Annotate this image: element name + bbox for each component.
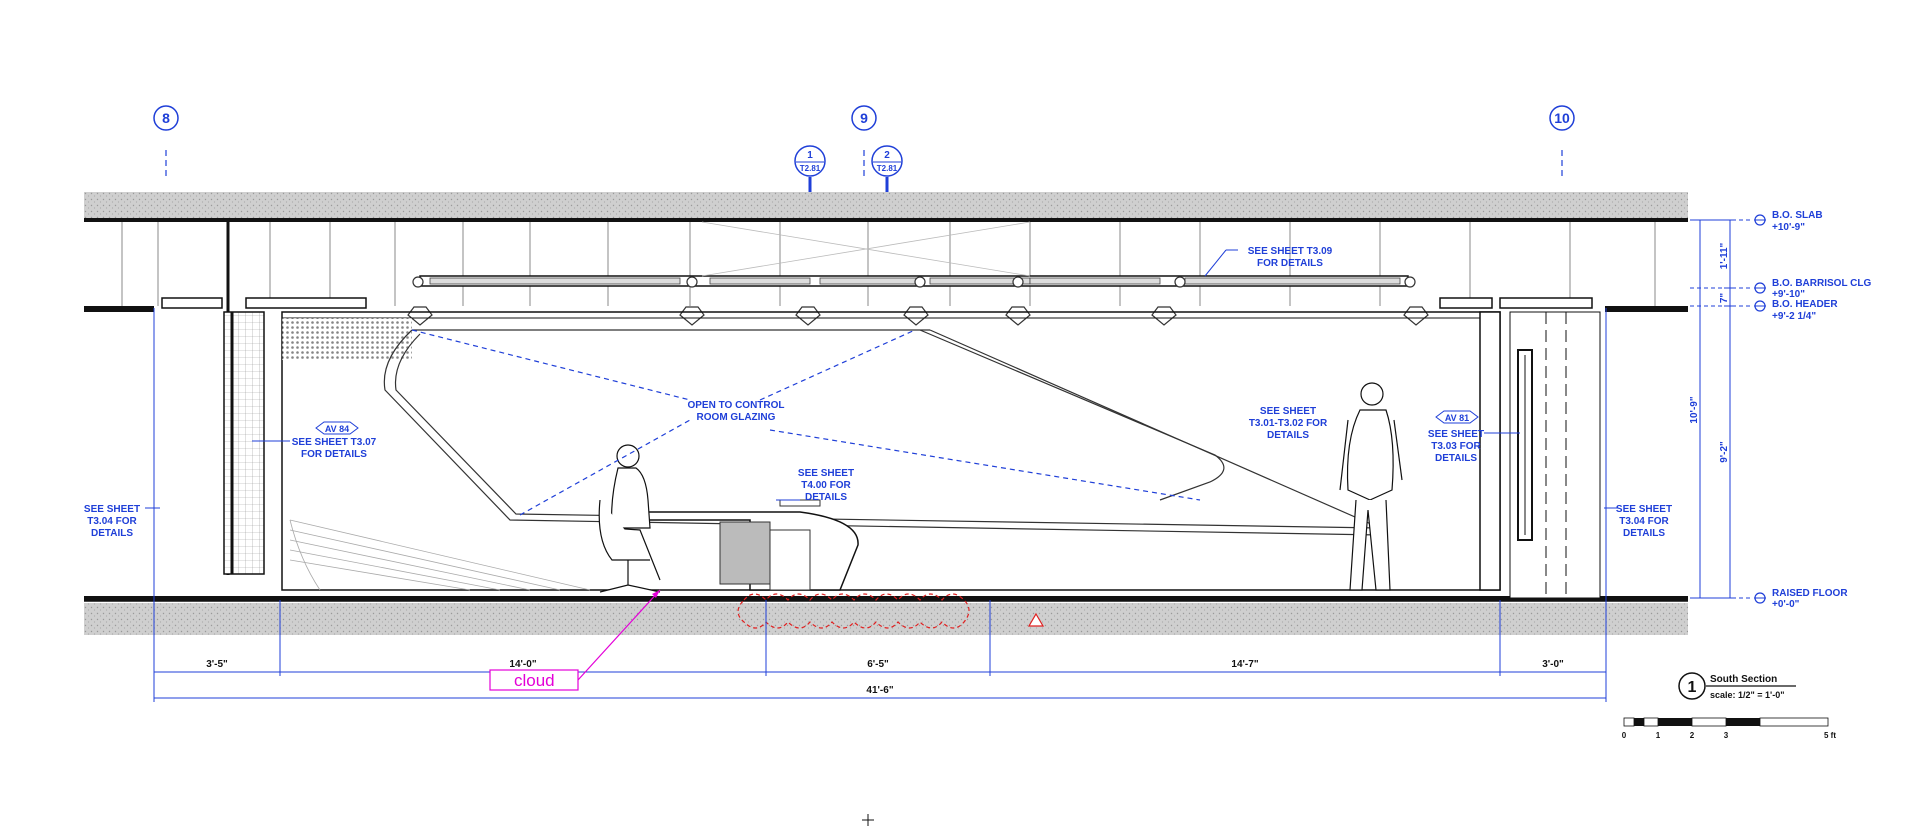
ceiling-hangers <box>121 222 1656 306</box>
elevation-slab-value: +10'-9" <box>1772 222 1805 233</box>
note-sheet-t301[interactable]: SEE SHEET T3.01-T3.02 FOR DETAILS <box>1249 406 1328 441</box>
drawing-scale: scale: 1/2" = 1'-0" <box>1710 690 1784 700</box>
ribbon-element <box>383 329 1381 536</box>
cloud-label: cloud <box>514 671 555 690</box>
crosshair-cursor-icon <box>862 814 874 826</box>
elevation-barrisol-name: B.O. BARRISOL CLG <box>1772 278 1871 289</box>
hdim-segment-2: 14'-0" <box>509 659 536 670</box>
right-wall-panel <box>1509 311 1601 599</box>
floor-slab <box>84 596 1688 635</box>
elevation-b-o-barrisol[interactable]: B.O. BARRISOL CLG +9'-10" <box>1754 278 1871 300</box>
av81-tag: AV 81 <box>1445 413 1469 423</box>
elevation-header-name: B.O. HEADER <box>1772 299 1838 310</box>
elevation-slab-name: B.O. SLAB <box>1772 210 1823 221</box>
hdim-segment-3: 6'-5" <box>867 659 889 670</box>
note-glazing-line2: ROOM GLAZING <box>697 412 776 423</box>
grid-line-10: 10 <box>1549 105 1575 178</box>
callout-1-sheet: T2.81 <box>800 164 821 173</box>
note-t400-line2: T4.00 FOR <box>801 480 851 491</box>
elevation-header-value: +9'-2 1/4" <box>1772 311 1816 322</box>
note-t301-line1: SEE SHEET <box>1260 406 1316 417</box>
grid-label-9: 9 <box>860 110 868 126</box>
note-t304r-line1: SEE SHEET <box>1616 504 1672 515</box>
vdim-overall: 10'-9" <box>1689 396 1700 423</box>
revision-cloud[interactable] <box>737 593 1045 629</box>
scale-tick-0: 0 <box>1622 731 1627 740</box>
note-t304l-line2: T3.04 FOR <box>87 516 137 527</box>
elevation-b-o-header[interactable]: B.O. HEADER +9'-2 1/4" <box>1754 299 1838 322</box>
note-t301-line3: DETAILS <box>1267 430 1309 441</box>
note-t400-line1: SEE SHEET <box>798 468 854 479</box>
note-t307-line2: FOR DETAILS <box>301 449 367 460</box>
note-t400-line3: DETAILS <box>805 492 847 503</box>
note-glazing-line1: OPEN TO CONTROL <box>687 400 784 411</box>
note-t303-line1: SEE SHEET <box>1428 429 1484 440</box>
note-av81[interactable]: AV 81 SEE SHEET T3.03 FOR DETAILS <box>1428 410 1520 464</box>
callout-1-number: 1 <box>807 150 813 161</box>
standing-person-figure <box>1339 382 1403 591</box>
scale-tick-2: 2 <box>1690 731 1695 740</box>
av84-tag: AV 84 <box>325 424 349 434</box>
note-sheet-t400[interactable]: SEE SHEET T4.00 FOR DETAILS <box>776 468 854 503</box>
note-t304l-line1: SEE SHEET <box>84 504 140 515</box>
room-enclosure <box>281 311 1501 591</box>
note-t301-line2: T3.01-T3.02 FOR <box>1249 418 1328 429</box>
note-t309-line2: FOR DETAILS <box>1257 258 1323 269</box>
drawing-title: 1 South Section scale: 1/2" = 1'-0" <box>1678 672 1796 700</box>
seated-person-figure <box>598 444 661 593</box>
hdim-segment-5: 3'-0" <box>1542 659 1564 670</box>
note-t304l-line3: DETAILS <box>91 528 133 539</box>
callout-2-number: 2 <box>884 150 890 161</box>
floor-fan-lines <box>289 519 591 591</box>
note-t303-line2: T3.03 FOR <box>1431 441 1481 452</box>
grid-line-8: 8 <box>153 105 179 178</box>
drawing-title-text: South Section <box>1710 674 1777 685</box>
horizontal-dimensions <box>153 308 1607 702</box>
hdim-segment-1: 3'-5" <box>206 659 228 670</box>
note-t303-line3: DETAILS <box>1435 453 1477 464</box>
glazing-lines <box>411 329 1201 516</box>
grid-label-8: 8 <box>162 110 170 126</box>
grid-line-9: 9 <box>851 105 877 178</box>
ceiling-slab <box>84 192 1688 222</box>
console-desk <box>639 499 859 591</box>
cloud-markup-annotation[interactable]: cloud <box>489 589 661 691</box>
elevation-b-o-slab[interactable]: B.O. SLAB +10'-9" <box>1754 210 1823 233</box>
callout-2-sheet: T2.81 <box>877 164 898 173</box>
vdim-middle: 7" <box>1719 293 1730 304</box>
scale-tick-5: 5 ft <box>1824 731 1836 740</box>
note-t309-line1: SEE SHEET T3.09 <box>1248 246 1333 257</box>
scale-bar: 0 1 2 3 5 ft <box>1622 717 1836 740</box>
note-t304r-line3: DETAILS <box>1623 528 1665 539</box>
elevation-floor-name: RAISED FLOOR <box>1772 588 1848 599</box>
note-av84[interactable]: AV 84 SEE SHEET T3.07 FOR DETAILS <box>252 421 377 460</box>
vertical-dimensions <box>1694 219 1736 599</box>
elevation-raised-floor[interactable]: RAISED FLOOR +0'-0" <box>1754 588 1848 610</box>
elevation-floor-value: +0'-0" <box>1772 599 1800 610</box>
note-t307-line1: SEE SHEET T3.07 <box>292 437 377 448</box>
note-glazing[interactable]: OPEN TO CONTROL ROOM GLAZING <box>687 400 784 423</box>
ceiling-boards <box>84 222 1688 575</box>
elevation-barrisol-value: +9'-10" <box>1772 289 1805 300</box>
warning-icon <box>1027 612 1045 627</box>
left-wall-panel <box>223 311 265 575</box>
hdim-total: 41'-6" <box>866 685 893 696</box>
note-sheet-t304-right[interactable]: SEE SHEET T3.04 FOR DETAILS <box>1604 504 1672 539</box>
hdim-segment-4: 14'-7" <box>1231 659 1258 670</box>
vdim-lower: 9'-2" <box>1719 441 1730 463</box>
scale-tick-1: 1 <box>1656 731 1661 740</box>
drawing-number: 1 <box>1688 679 1697 696</box>
scale-tick-3: 3 <box>1724 731 1729 740</box>
grid-label-10: 10 <box>1554 110 1570 126</box>
note-t304r-line2: T3.04 FOR <box>1619 516 1669 527</box>
vdim-top: 1'-11" <box>1719 242 1730 269</box>
note-sheet-t309[interactable]: SEE SHEET T3.09 FOR DETAILS <box>1204 246 1333 277</box>
note-sheet-t304-left[interactable]: SEE SHEET T3.04 FOR DETAILS <box>84 504 160 539</box>
